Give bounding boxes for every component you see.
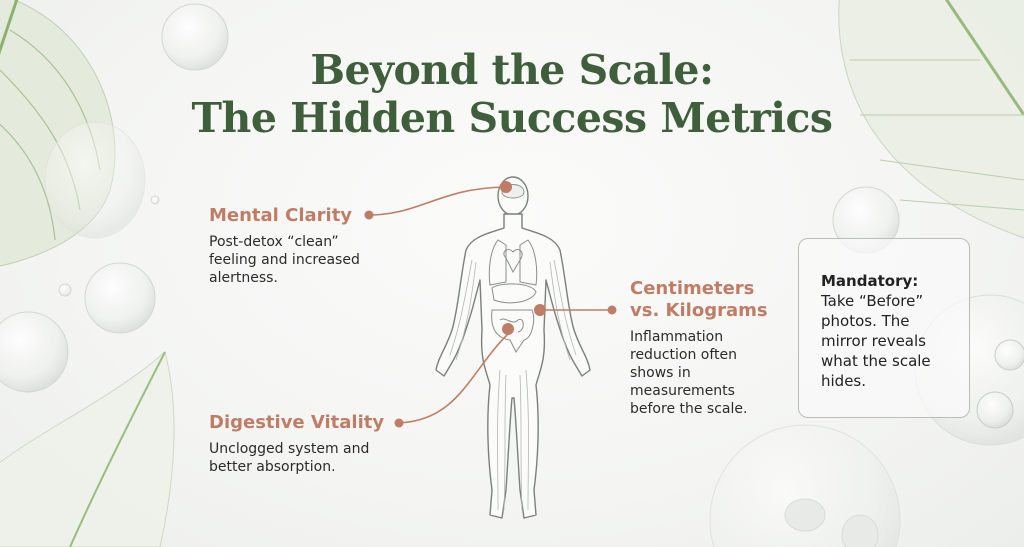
metric-digestive-vitality: Digestive Vitality Unclogged system and … (209, 412, 394, 476)
title-line-1: Beyond the Scale: (310, 46, 714, 94)
callout-title: Mandatory: (821, 272, 919, 290)
human-body-figure (435, 176, 591, 519)
metric-heading-line-1: Centimeters (630, 278, 755, 299)
metric-heading: Mental Clarity (209, 205, 353, 226)
metric-description: Unclogged system and better absorption. (209, 441, 370, 475)
metric-description: Post-detox “clean” feeling and increased… (209, 234, 360, 286)
leaf-top-right-icon (838, 0, 1024, 239)
cell-bubble-icon (709, 424, 901, 547)
metric-mental-clarity: Mental Clarity Post-detox “clean” feelin… (209, 205, 379, 287)
metric-heading: Digestive Vitality (209, 412, 385, 433)
mandatory-callout-box: Mandatory: Take “Before” photos. The mir… (798, 238, 970, 418)
metric-centimeters-vs-kilograms: Centimeters vs. Kilograms Inflammation r… (630, 278, 780, 418)
title-line-2: The Hidden Success Metrics (191, 94, 834, 142)
metric-description: Inflammation reduction often shows in me… (630, 329, 748, 417)
metric-heading-line-2: vs. Kilograms (630, 300, 768, 321)
leaf-bottom-left-icon (0, 351, 175, 547)
callout-body: Take “Before” photos. The mirror reveals… (821, 292, 931, 390)
page-title: Beyond the Scale: The Hidden Success Met… (0, 46, 1024, 142)
